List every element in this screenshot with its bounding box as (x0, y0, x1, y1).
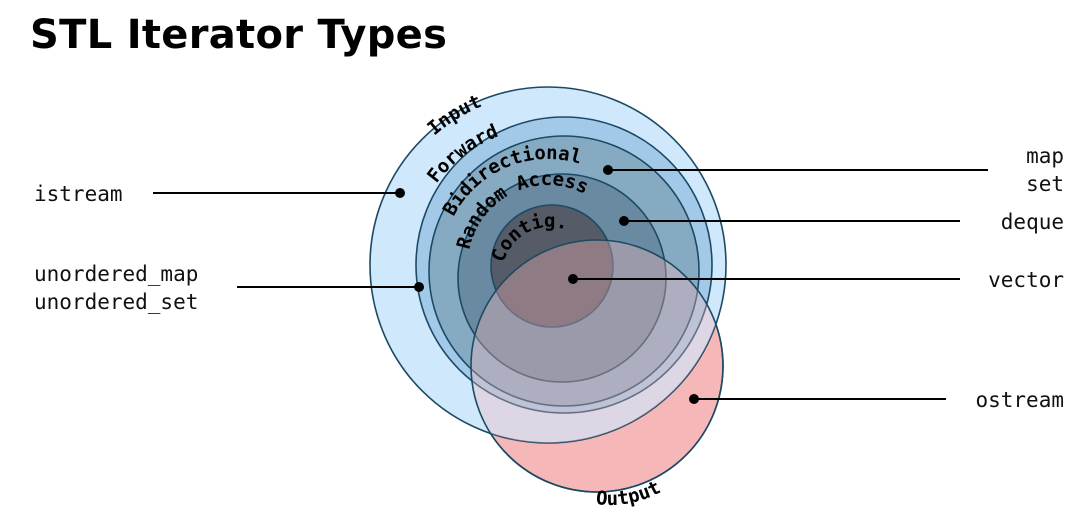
map-set-dot (603, 165, 613, 175)
deque-dot (619, 216, 629, 226)
ostream-label: ostream (975, 388, 1064, 412)
istream-label: istream (34, 182, 123, 206)
unordered-map-label: unordered_map (34, 262, 198, 286)
leader-dots (395, 165, 699, 404)
set-label: set (1026, 172, 1064, 196)
ostream-dot (689, 394, 699, 404)
vector-dot (568, 274, 578, 284)
contig-circle (490, 204, 614, 328)
istream-dot (395, 188, 405, 198)
vector-label: vector (988, 268, 1064, 292)
map-label: map (1026, 144, 1064, 168)
page-title: STL Iterator Types (30, 12, 448, 58)
unordered-set-label: unordered_set (34, 290, 198, 314)
unordered-dot (414, 282, 424, 292)
output-outline (470, 239, 724, 493)
deque-label: deque (1001, 210, 1064, 234)
leader-lines (153, 169, 988, 400)
